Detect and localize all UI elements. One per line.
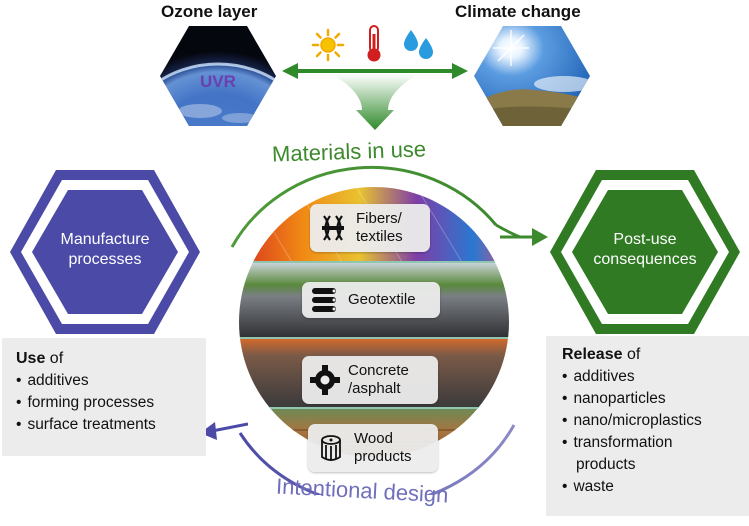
log-icon (321, 435, 341, 461)
manufacture-processes-label: Manufacture processes (33, 230, 177, 270)
use-of-heading: Use of (16, 350, 206, 368)
use-of-list: additives forming processes surface trea… (16, 370, 206, 436)
materials-in-use-label: Materials in use (271, 136, 427, 167)
manufacture-hexagon (10, 170, 200, 334)
list-item: nanoparticles (562, 388, 749, 410)
climate-change-image (474, 26, 590, 126)
thermometer-icon (367, 25, 381, 62)
ozone-layer-title: Ozone layer (161, 2, 258, 21)
band-label-asphalt: /asphalt (348, 380, 401, 397)
post-use-line2: consequences (593, 251, 697, 268)
band-label-textiles: textiles (356, 228, 403, 245)
release-of-list: additives nanoparticles nano/microplasti… (562, 366, 749, 498)
chip-concrete-asphalt: Concrete /asphalt (302, 356, 438, 404)
ozone-layer-image (160, 26, 276, 126)
post-use-hexagon (550, 170, 740, 334)
band-label-concrete: Concrete (348, 362, 409, 379)
arrow-to-post-use (500, 228, 548, 246)
list-item: surface treatments (16, 414, 206, 436)
release-of-heading: Release of (562, 346, 749, 364)
roundabout-icon (310, 365, 340, 395)
use-of-rest: of (45, 350, 64, 367)
fibers-icon (322, 215, 344, 241)
band-label-wood: Wood (354, 430, 393, 447)
band-label-geotextile: Geotextile (348, 291, 416, 308)
list-item: forming processes (16, 392, 206, 414)
use-bold: Use (16, 350, 46, 367)
uvr-label: UVR (200, 72, 236, 91)
release-of-rest: of (622, 346, 641, 363)
list-item: products (576, 456, 636, 473)
post-use-consequences-label: Post-use consequences (573, 230, 717, 270)
release-of-panel: Release of additives nanoparticles nano/… (546, 336, 749, 516)
manufacture-line1: Manufacture (60, 231, 150, 248)
manufacture-line2: processes (68, 251, 142, 268)
geotextile-rolls-icon (312, 288, 336, 312)
climate-change-title: Climate change (455, 2, 581, 21)
chip-fibers-textiles: Fibers/ textiles (310, 204, 430, 252)
band-label-products: products (354, 448, 412, 465)
band-label-fibers: Fibers/ (356, 210, 402, 227)
arrow-to-manufacture (200, 422, 248, 440)
chip-geotextile: Geotextile (302, 282, 440, 318)
use-of-panel: Use of additives forming processes surfa… (2, 338, 206, 456)
water-drops-icon (404, 30, 433, 59)
list-item: waste (562, 476, 749, 498)
post-use-line1: Post-use (613, 231, 677, 248)
list-item: additives (16, 370, 206, 392)
release-bold: Release (562, 346, 623, 363)
sun-icon (311, 28, 345, 62)
influence-arrow (282, 63, 468, 130)
list-item: nano/microplastics (562, 410, 749, 432)
chip-wood-products: Wood products (308, 424, 438, 472)
list-item: additives (562, 366, 749, 388)
list-item: transformation (562, 432, 749, 454)
